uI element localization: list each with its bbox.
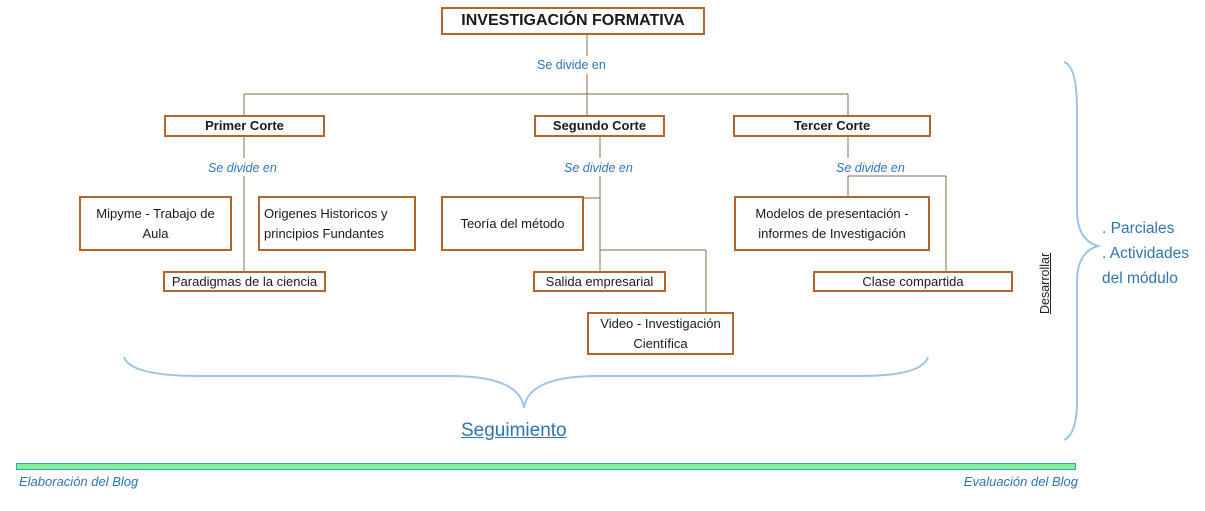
- mipyme-box: Mipyme - Trabajo de Aula: [79, 196, 232, 251]
- paradigmas-label: Paradigmas de la ciencia: [171, 273, 318, 289]
- bottom-brace: [123, 356, 929, 409]
- divide-label-primer: Se divide en: [208, 161, 277, 175]
- timeline-bar: [16, 463, 1076, 470]
- vertical-label: Desarrollar: [1038, 252, 1052, 314]
- teoria-box: Teoría del método: [441, 196, 584, 251]
- timeline-start-label: Elaboración del Blog: [19, 474, 139, 489]
- segundo-corte-label: Segundo Corte: [552, 118, 647, 133]
- salida-box: Salida empresarial: [533, 271, 666, 292]
- title-text: INVESTIGACIÓN FORMATIVA: [461, 12, 685, 29]
- right-brace: [1063, 61, 1102, 441]
- divide-label-main: Se divide en: [537, 58, 606, 72]
- video-label: Video - Investigación Científica: [600, 315, 721, 351]
- origenes-label: Origenes Historicos y principios Fundant…: [264, 205, 388, 241]
- title-box: INVESTIGACIÓN FORMATIVA: [441, 7, 705, 35]
- modelos-label: Modelos de presentación - informes de In…: [755, 205, 909, 241]
- teoria-label: Teoría del método: [460, 215, 565, 231]
- primer-corte-box: Primer Corte: [164, 115, 325, 137]
- side-item-modulo: del módulo: [1102, 270, 1178, 287]
- salida-label: Salida empresarial: [545, 273, 654, 289]
- divide-label-segundo: Se divide en: [564, 161, 633, 175]
- modelos-box: Modelos de presentación - informes de In…: [734, 196, 930, 251]
- seguimiento-label: Seguimiento: [461, 420, 567, 441]
- side-item-parciales: . Parciales: [1102, 220, 1175, 237]
- segundo-corte-box: Segundo Corte: [534, 115, 665, 137]
- mipyme-label: Mipyme - Trabajo de Aula: [96, 205, 215, 241]
- divide-label-tercer: Se divide en: [836, 161, 905, 175]
- side-item-actividades: . Actividades: [1102, 245, 1190, 262]
- paradigmas-box: Paradigmas de la ciencia: [163, 271, 326, 292]
- clase-box: Clase compartida: [813, 271, 1013, 292]
- video-box: Video - Investigación Científica: [587, 312, 734, 355]
- tercer-corte-box: Tercer Corte: [733, 115, 931, 137]
- clase-label: Clase compartida: [862, 273, 964, 289]
- origenes-box: Origenes Historicos y principios Fundant…: [258, 196, 416, 251]
- side-list: . Parciales . Actividades del módulo: [1102, 216, 1189, 291]
- timeline-end-label: Evaluación del Blog: [963, 474, 1078, 489]
- primer-corte-label: Primer Corte: [205, 118, 284, 133]
- tercer-corte-label: Tercer Corte: [793, 118, 871, 133]
